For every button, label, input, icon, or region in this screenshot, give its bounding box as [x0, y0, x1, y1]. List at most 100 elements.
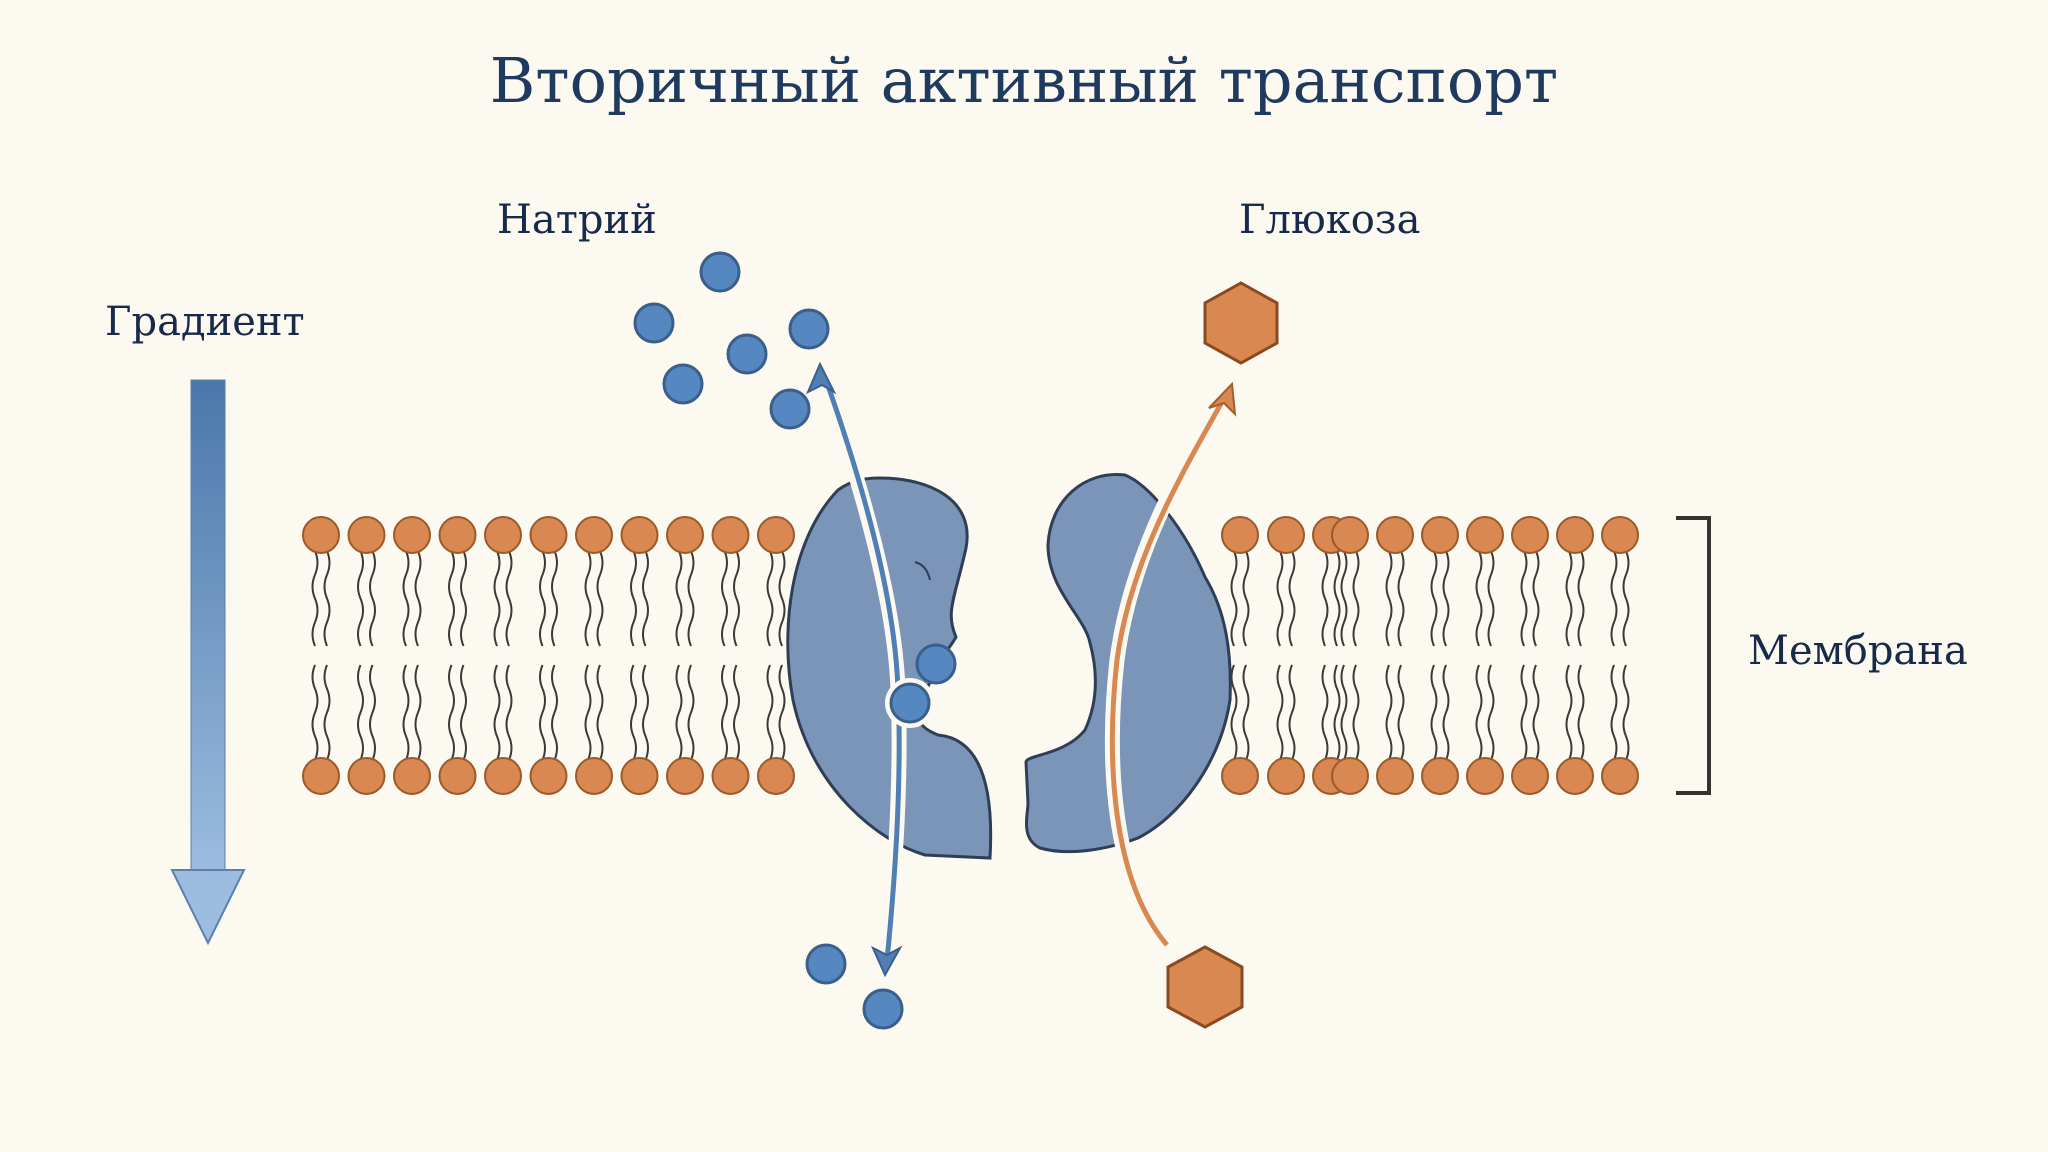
glucose-path-arrow-icon [1109, 400, 1225, 947]
lipid-tail [596, 664, 604, 761]
lipid-head-icon [484, 757, 522, 795]
diagram-title: Вторичный активный транспорт [490, 44, 1558, 117]
lipid-head-icon [347, 516, 386, 554]
lipid-tail [1430, 664, 1438, 761]
lipid-tail [1577, 550, 1585, 647]
lipid-tail [630, 550, 637, 647]
lipid-tail [1610, 664, 1618, 761]
lipid-head-icon [529, 516, 568, 554]
glucose-transporter-protein [1024, 472, 1232, 854]
lipid-tail [778, 550, 786, 647]
lipid-head-icon [1331, 757, 1369, 795]
lipid-tail [1352, 664, 1360, 761]
lipid-head-icon [302, 757, 340, 795]
lipid-tail [1520, 550, 1528, 647]
lipid-tail [1397, 550, 1405, 647]
lipid-head-icon [1376, 516, 1414, 554]
sodium-ion-icon [915, 643, 957, 685]
lipid-tail [721, 550, 728, 647]
lipid-head-icon [1601, 757, 1639, 795]
lipid-head-icon [1267, 516, 1305, 554]
lipid-tail [357, 550, 364, 647]
lipid-tail [448, 550, 455, 647]
lipid-head-icon [666, 516, 704, 554]
lipid-tail [630, 664, 637, 761]
lipid-tail [1577, 664, 1585, 761]
lipid-head-icon [347, 757, 386, 795]
lipid-tail [414, 664, 422, 761]
lipid-head-icon [438, 516, 477, 554]
lipid-tail [1442, 664, 1450, 761]
sodium-ion-icon [769, 388, 811, 430]
lipid-tail [357, 664, 364, 761]
lipid-tail [1288, 550, 1296, 647]
lipid-tail [687, 664, 695, 761]
lipid-tail [1242, 664, 1250, 761]
sodium-arrowhead-down-icon [870, 945, 903, 978]
lipid-tail [1242, 550, 1250, 647]
lipid-tail [323, 550, 331, 647]
lipid-tail [1487, 550, 1495, 647]
lipid-head-icon [1601, 516, 1639, 554]
lipid-tail [1333, 664, 1341, 761]
lipid-head-icon [1466, 757, 1504, 795]
lipid-tail [1610, 550, 1618, 647]
lipid-head-icon [438, 757, 477, 795]
lipid-head-icon [1331, 516, 1369, 554]
lipid-tail [1475, 550, 1483, 647]
sodium-ion-icon [662, 363, 704, 405]
protein-fold-line [914, 561, 931, 581]
lipid-head-icon [620, 757, 659, 795]
lipid-tail [1622, 664, 1630, 761]
lipid-tail [733, 550, 740, 647]
sodium-ion-bound-icon [889, 682, 931, 724]
lipid-tail [369, 664, 376, 761]
lipid-tail [766, 550, 774, 647]
sodium-arrowhead-up-icon [806, 361, 837, 395]
lipid-tail [721, 664, 728, 761]
lipid-tail [1385, 550, 1393, 647]
lipid-head-icon [1421, 757, 1459, 795]
sodium-ion-icon [633, 302, 675, 344]
lipid-head-icon [529, 757, 568, 795]
lipid-head-icon [1511, 516, 1549, 554]
membrane-bracket-icon [1676, 516, 1711, 795]
lipid-tail [1288, 664, 1296, 761]
lipid-tail [1565, 550, 1573, 647]
lipid-tail [1340, 664, 1348, 761]
sodium-ion-icon [862, 988, 904, 1030]
gradient-arrow-icon [170, 379, 246, 946]
lipid-tail [402, 664, 410, 761]
lipid-tail [1442, 550, 1450, 647]
lipid-tail [1397, 664, 1405, 761]
lipid-head-icon [757, 757, 795, 795]
lipid-tail [1321, 664, 1329, 761]
lipid-tail [1352, 550, 1360, 647]
lipid-head-icon [1421, 516, 1459, 554]
lipid-tail [1622, 550, 1630, 647]
sodium-ion-icon [726, 333, 768, 375]
lipid-tail [596, 550, 604, 647]
lipid-head-icon [757, 516, 795, 554]
lipid-head-icon [302, 516, 340, 554]
lipid-head-icon [711, 516, 750, 554]
lipid-tail [1230, 550, 1238, 647]
lipid-head-icon [575, 516, 613, 554]
lipid-head-icon [1556, 516, 1594, 554]
glucose-label: Глюкоза [1239, 197, 1420, 243]
lipid-tail [460, 550, 467, 647]
sodium-label: Натрий [497, 197, 657, 243]
lipid-tail [1487, 664, 1495, 761]
lipid-head-icon [1376, 757, 1414, 795]
lipid-tail [369, 550, 376, 647]
lipid-tail [675, 550, 683, 647]
lipid-tail [448, 664, 455, 761]
lipid-head-icon [711, 757, 750, 795]
lipid-head-icon [1556, 757, 1594, 795]
membrane-label: Мембрана [1748, 628, 1968, 674]
lipid-tail [1276, 664, 1284, 761]
sodium-ion-icon [788, 308, 830, 350]
lipid-head-icon [1466, 516, 1504, 554]
lipid-head-icon [1511, 757, 1549, 795]
